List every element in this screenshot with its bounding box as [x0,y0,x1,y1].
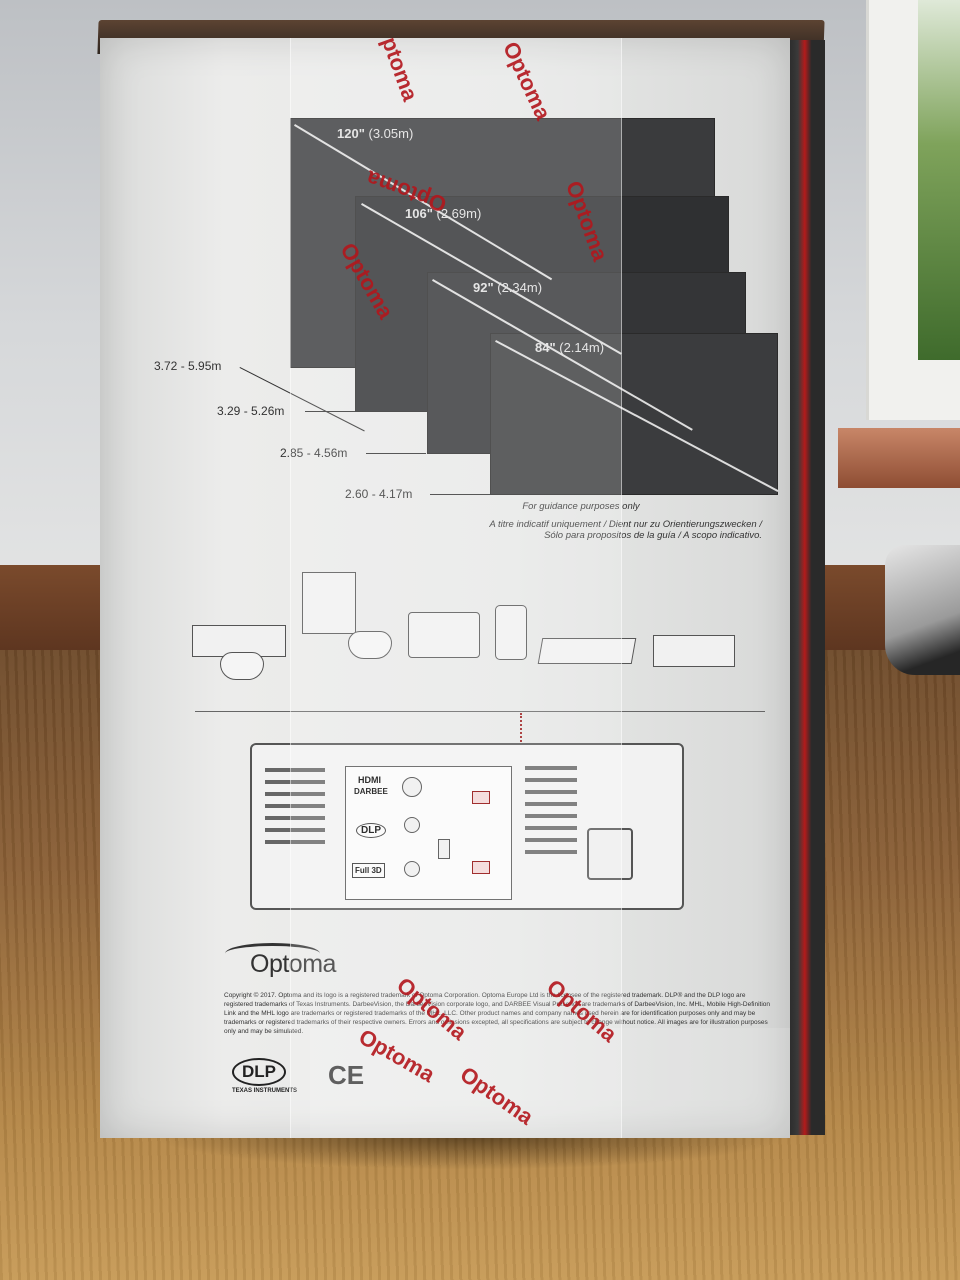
size-metric: (3.05m) [368,126,414,141]
size-value: 92" [473,280,494,295]
tablet-icon [408,612,480,658]
copyright-text: Copyright © 2017. Optoma and its logo is… [224,992,771,1035]
hdmi-port-icon [472,791,490,804]
distance-label: 3.72 - 5.95m [154,359,222,373]
distance-label: 2.60 - 4.17m [345,487,413,501]
optoma-logo: Optoma [250,950,336,978]
ce-mark: CE [328,1060,365,1090]
size-label-84: 84" (2.14m) [535,340,604,355]
projector-box-side: 120" (3.05m) 106" (2.69m) 92" (2.34m) 84… [100,38,790,1138]
texas-instruments-label: TEXAS INSTRUMENTS [232,1088,298,1094]
size-label-92: 92" (2.34m) [473,280,542,295]
guidance-note: For guidance purposes only A titre indic… [400,501,762,541]
window-glass [918,0,960,360]
packing-tape-bottom [310,1028,790,1138]
distance-leader [430,494,490,495]
distance-label: 2.85 - 4.56m [280,446,348,460]
audio-port-icon [404,861,420,877]
distance-label: 3.29 - 5.26m [217,404,285,418]
dlp-mark: DLP [232,1058,286,1086]
full-3d-logo: Full 3D [352,863,385,878]
size-label-106: 106" (2.69m) [405,206,481,221]
guidance-note-line: Sólo para propositos de la guía / A scop… [544,530,762,541]
size-metric: (2.34m) [497,280,543,295]
audio-port-icon [402,777,422,797]
size-label-120: 120" (3.05m) [337,126,413,141]
size-metric: (2.69m) [436,206,482,221]
audio-port-icon [404,817,420,833]
dvd-player-icon [653,635,735,667]
io-panel: HDMI DARBEE DLP Full 3D [345,766,512,900]
packing-tape [290,38,622,1138]
size-value: 106" [405,206,433,221]
usb-port-icon [438,839,450,859]
power-socket-icon [587,828,633,880]
size-value: 120" [337,126,365,141]
size-metric: (2.14m) [559,340,605,355]
window-sill [838,428,960,488]
smartphone-icon [495,605,527,660]
distance-leader [366,453,426,454]
background-object [885,545,960,675]
darbee-logo: DARBEE [354,787,388,796]
hdmi-logo: HDMI [358,775,381,785]
devices-connection-line [195,711,765,712]
guidance-note-line: For guidance purposes only [522,501,640,512]
dlp-logo: DLP TEXAS INSTRUMENTS [232,1058,300,1096]
distance-leader [305,411,355,412]
size-value: 84" [535,340,556,355]
dlp-panel-logo: DLP [356,823,386,838]
guidance-note-line: A titre indicatif uniquement / Dient nur… [489,519,762,530]
hdmi-port-icon [472,861,490,874]
optoma-logo-swoosh [225,943,320,964]
